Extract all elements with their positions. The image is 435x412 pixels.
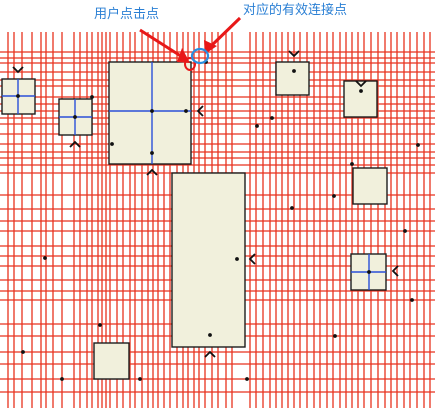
connection-node <box>150 151 154 155</box>
connection-node <box>416 143 420 147</box>
connection-node <box>290 206 294 210</box>
pin-arrow <box>12 66 24 74</box>
connection-node <box>367 270 371 274</box>
pin-arrow <box>248 253 256 265</box>
connection-node <box>255 124 259 128</box>
connection-node <box>359 89 363 93</box>
pin-arrow <box>204 350 216 358</box>
connection-node <box>184 109 188 113</box>
component-block <box>275 61 310 96</box>
connection-node <box>90 95 94 99</box>
connection-node <box>403 229 407 233</box>
connection-node <box>270 116 274 120</box>
connection-node <box>350 162 354 166</box>
connection-node <box>332 194 336 198</box>
arrow-line <box>139 28 188 62</box>
arrow-head-icon <box>204 40 217 54</box>
pin-arrow <box>69 140 81 148</box>
pin-arrow <box>196 105 204 117</box>
connection-node <box>410 298 414 302</box>
user-click-marker-icon <box>184 57 196 71</box>
connection-node <box>60 377 64 381</box>
component-block <box>171 172 246 348</box>
connection-node <box>16 94 20 98</box>
connection-marker-icon <box>190 47 210 65</box>
connection-node <box>21 350 25 354</box>
connection-node <box>110 142 114 146</box>
component-block <box>93 342 130 380</box>
connection-node <box>138 377 142 381</box>
connection-node <box>235 257 239 261</box>
pin-arrow <box>355 80 367 88</box>
component-block <box>343 80 378 118</box>
connection-node <box>150 109 154 113</box>
connection-node <box>43 256 47 260</box>
connection-node <box>73 115 77 119</box>
connection-point-label: 对应的有效连接点 <box>243 3 348 18</box>
connection-node <box>98 323 102 327</box>
component-block <box>108 61 192 165</box>
connection-node <box>208 333 212 337</box>
pin-arrow <box>288 50 300 58</box>
connection-node <box>333 334 337 338</box>
pin-arrow <box>146 168 158 176</box>
arrow-line <box>207 16 242 50</box>
component-block <box>352 167 388 205</box>
user-click-label: 用户点击点 <box>94 7 160 22</box>
pin-arrow <box>391 265 399 277</box>
connection-node <box>245 377 249 381</box>
connection-node <box>292 69 296 73</box>
